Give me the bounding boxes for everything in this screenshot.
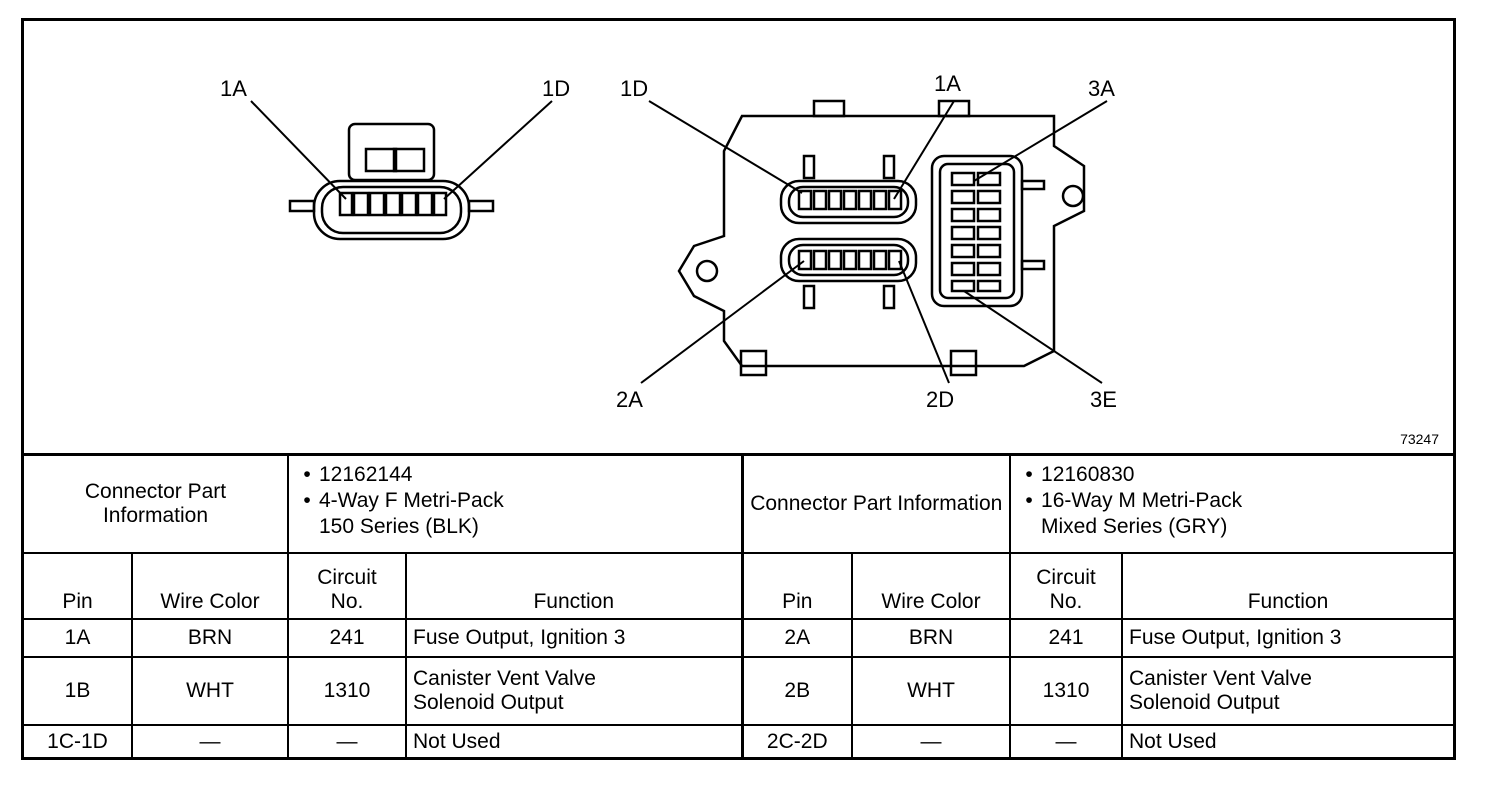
- leader-lines: [250, 100, 1108, 384]
- wire-color-cell: —: [851, 723, 1012, 759]
- header-circuit-line1: Circuit: [1036, 565, 1096, 589]
- figure-number: 73247: [1400, 431, 1439, 447]
- label-right-2a: 2A: [616, 387, 643, 412]
- wire-color-cell: —: [131, 723, 289, 759]
- header-wire-color-right: Wire Color: [851, 551, 1012, 620]
- function-cell: Not Used: [404, 723, 744, 759]
- part-info-row: Connector Part Information • 12162144 • 4-…: [24, 453, 1454, 554]
- label-left-1d: 1D: [542, 76, 570, 101]
- circuit-cell: —: [1009, 723, 1124, 759]
- table-row: 1A BRN 241 Fuse Output, Ignition 3 2A BR…: [24, 617, 1454, 658]
- bullet-icon: •: [1025, 489, 1033, 512]
- right-connector-drawing: [677, 99, 1086, 377]
- right-part-info-text: Connector Part Information: [750, 491, 1003, 515]
- wire-color-cell: BRN: [851, 617, 1012, 658]
- header-function-left: Function: [404, 551, 744, 620]
- left-part-description-2: 150 Series (BLK): [319, 515, 479, 538]
- label-right-1a: 1A: [934, 71, 961, 96]
- right-part-description-2: Mixed Series (GRY): [1041, 515, 1228, 538]
- right-part-number: 12160830: [1041, 463, 1135, 486]
- pin-cell: 2B: [741, 655, 854, 726]
- header-circuit-line2: No.: [1049, 589, 1083, 613]
- circuit-cell: 241: [1009, 617, 1124, 658]
- circuit-cell: 241: [287, 617, 407, 658]
- circuit-cell: —: [287, 723, 407, 759]
- left-part-info-details: • 12162144 • 4-Way F Metri-Pack 150 Series…: [286, 453, 744, 554]
- header-pin-right: Pin: [741, 551, 854, 620]
- label-left-1a: 1A: [220, 76, 247, 101]
- header-pin-left: Pin: [24, 551, 133, 620]
- function-cell: Fuse Output, Ignition 3: [1121, 617, 1454, 658]
- header-circuit-line2: No.: [330, 589, 364, 613]
- right-part-info-label: Connector Part Information: [741, 453, 1012, 554]
- header-function-right: Function: [1121, 551, 1454, 620]
- circuit-cell: 1310: [1009, 655, 1124, 726]
- wire-color-cell: WHT: [851, 655, 1012, 726]
- left-part-info-label: Connector Part Information: [24, 453, 289, 554]
- bullet-icon: •: [1025, 463, 1033, 486]
- wire-color-cell: BRN: [131, 617, 289, 658]
- header-circuit-line1: Circuit: [317, 565, 377, 589]
- connector-pinout-table: Connector Part Information • 12162144 • 4-…: [24, 453, 1454, 759]
- left-part-description-1: 4-Way F Metri-Pack: [319, 489, 504, 512]
- left-connector-drawing: [288, 122, 495, 241]
- left-part-info-text: Connector Part Information: [84, 479, 227, 527]
- left-part-number: 12162144: [319, 463, 413, 486]
- connector-diagram-frame: 1A 1D 1D 1A 3A 2A 2D 3E 73247 Connector …: [21, 18, 1456, 760]
- connector-illustration: 1A 1D 1D 1A 3A 2A 2D 3E: [220, 71, 1117, 412]
- bullet-icon: •: [303, 463, 311, 486]
- function-line1: Canister Vent Valve: [413, 666, 596, 690]
- pin-cell: 1A: [24, 617, 133, 658]
- function-cell: Not Used: [1121, 723, 1454, 759]
- label-right-3e: 3E: [1090, 387, 1117, 412]
- right-part-description-1: 16-Way M Metri-Pack: [1041, 489, 1243, 512]
- label-right-1d: 1D: [620, 76, 648, 101]
- table-row: 1C-1D — — Not Used 2C-2D — — Not Used: [24, 723, 1454, 759]
- right-part-info-details: • 12160830 • 16-Way M Metri-Pack Mixed Ser…: [1009, 453, 1454, 554]
- function-line2: Solenoid Output: [1129, 690, 1280, 714]
- function-cell: Fuse Output, Ignition 3: [404, 617, 744, 658]
- function-line2: Solenoid Output: [413, 690, 564, 714]
- pin-cell: 1C-1D: [24, 723, 133, 759]
- pin-cell: 2C-2D: [741, 723, 854, 759]
- function-line1: Canister Vent Valve: [1129, 666, 1312, 690]
- label-right-2d: 2D: [926, 387, 954, 412]
- wire-color-cell: WHT: [131, 655, 289, 726]
- pin-cell: 1B: [24, 655, 133, 726]
- header-wire-color-left: Wire Color: [131, 551, 289, 620]
- label-right-3a: 3A: [1088, 76, 1115, 101]
- pin-cell: 2A: [741, 617, 854, 658]
- circuit-cell: 1310: [287, 655, 407, 726]
- bullet-icon: •: [303, 489, 311, 512]
